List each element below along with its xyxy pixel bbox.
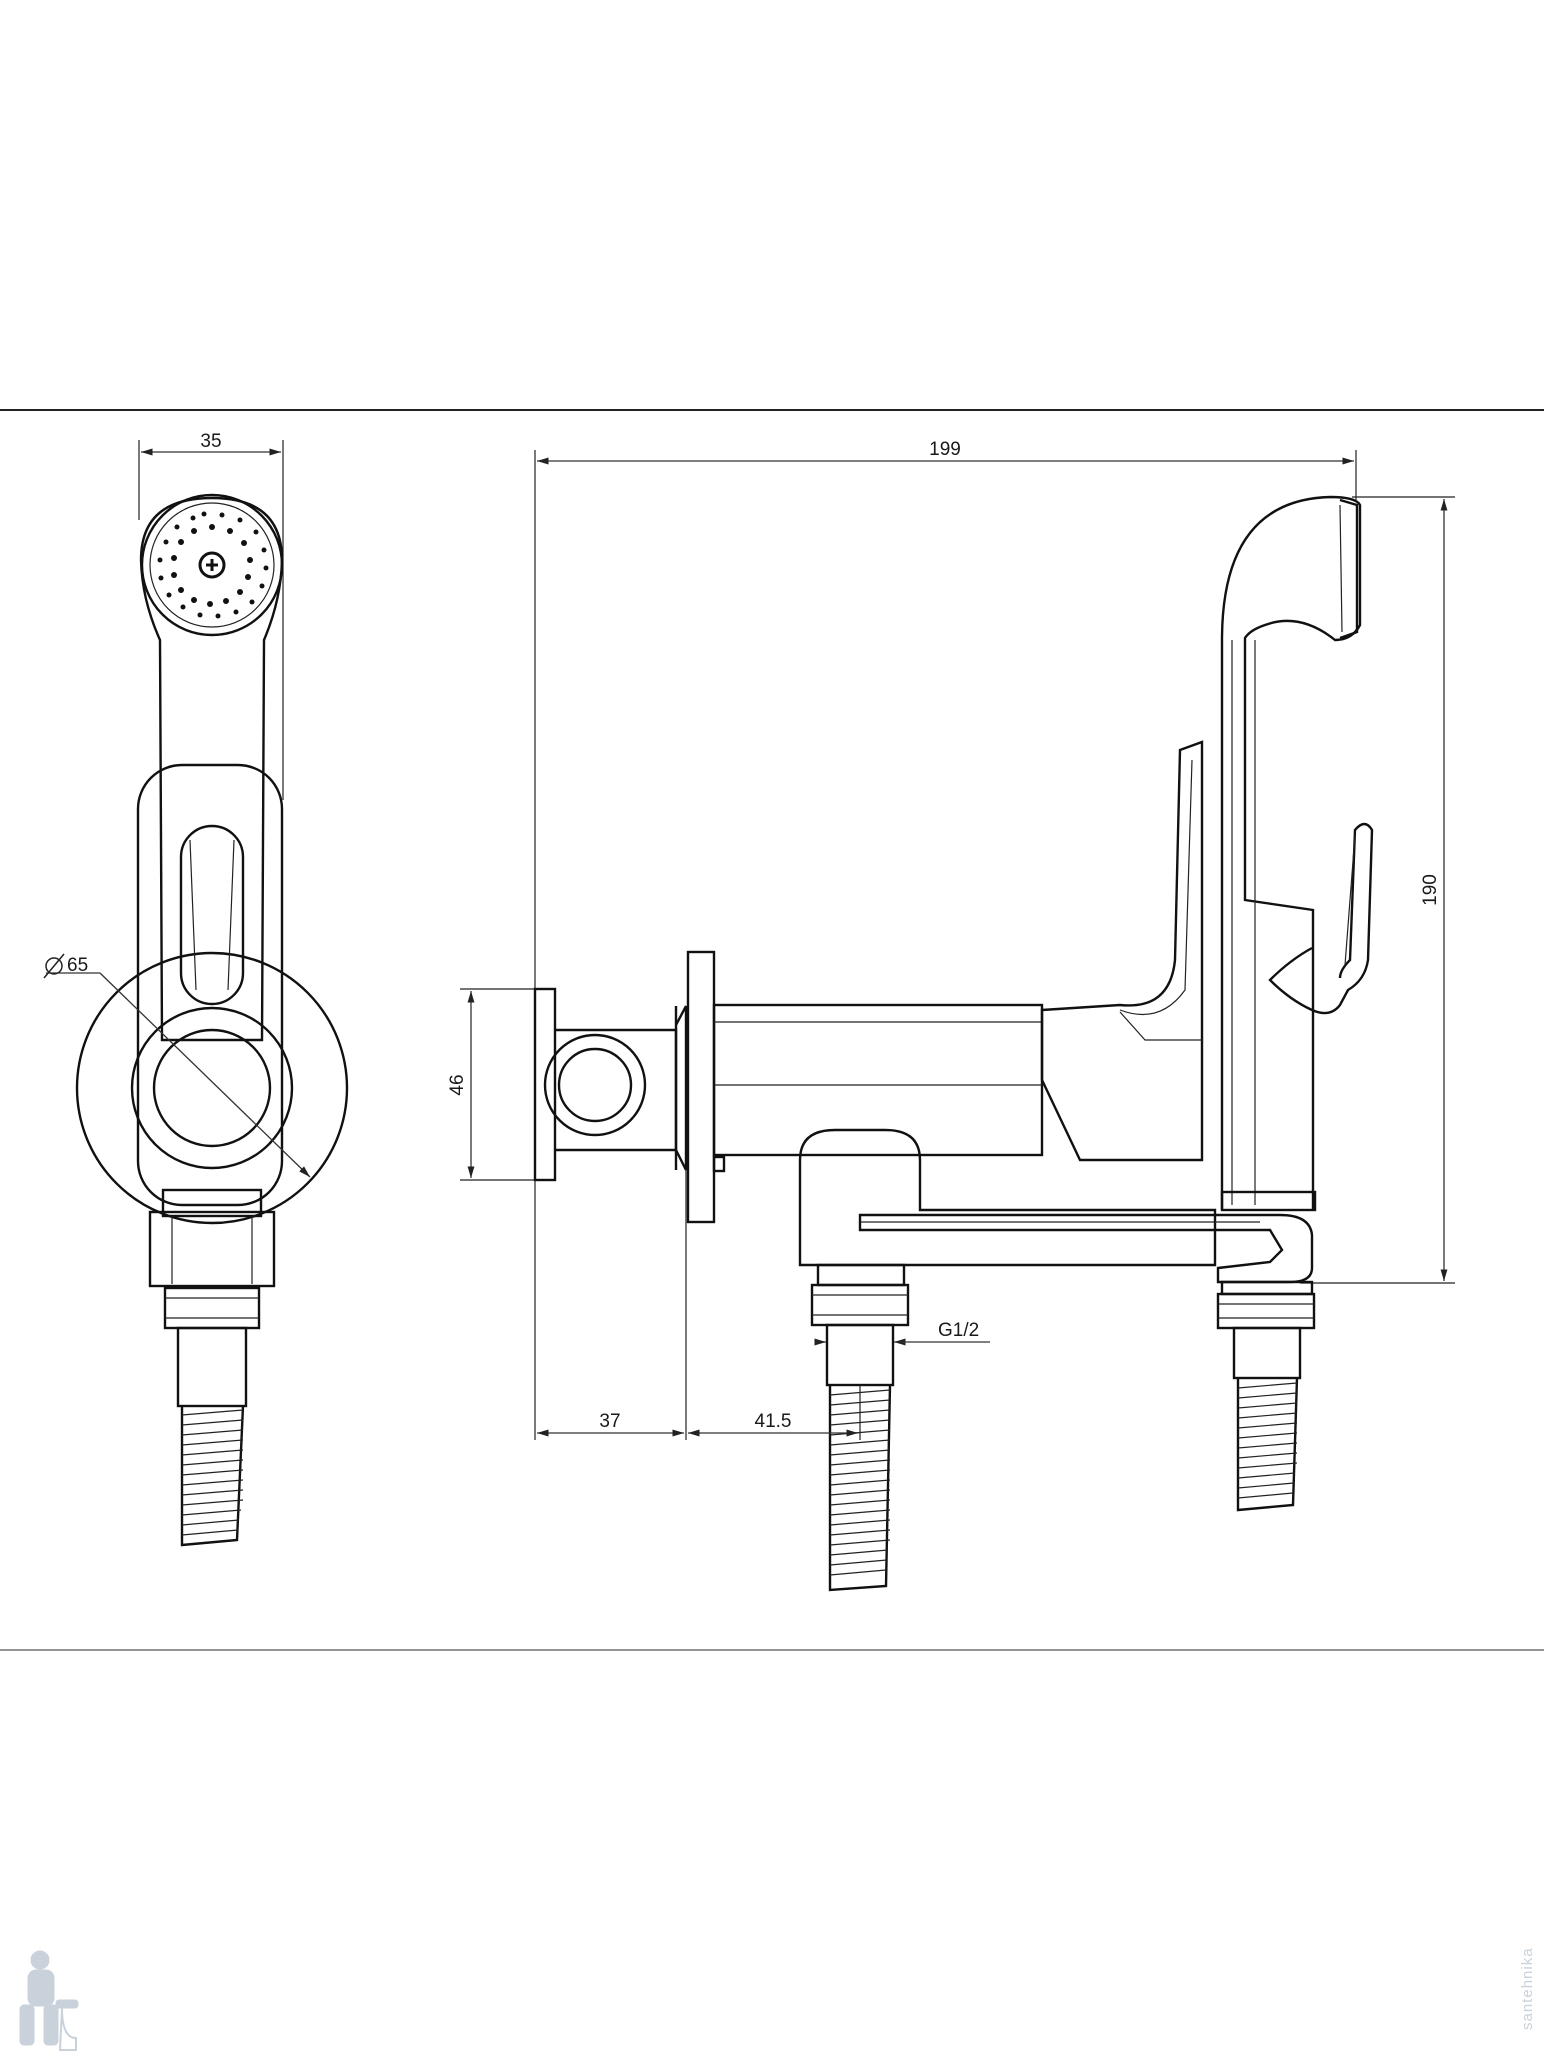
side-hose-right (1236, 1377, 1299, 1512)
diameter-symbol-icon (43, 953, 65, 979)
valve-body (712, 1003, 1044, 1157)
mixer-lever (1040, 740, 1204, 1162)
dim-offset-41-5: 41.5 (755, 1411, 792, 1432)
dim-height-190: 190 (1420, 874, 1441, 906)
hand-shower (1220, 495, 1362, 1210)
dim-width-35: 35 (200, 431, 221, 452)
wall-flange-circle (75, 951, 349, 1225)
shower-trigger (1268, 822, 1374, 1015)
dim-flange-46: 46 (447, 1074, 468, 1095)
connector-ring (130, 1006, 294, 1170)
side-view: 199 190 46 (447, 439, 1455, 1592)
dim-diameter-65: 65 (67, 955, 88, 976)
plumber-logo-icon (19, 1950, 79, 2051)
dim-length-199: 199 (929, 439, 961, 460)
rosette (686, 950, 716, 1224)
front-view: 35 (43, 431, 349, 1547)
watermark-text: santehnika (1519, 1947, 1536, 2030)
front-hose (180, 1405, 245, 1547)
spray-face (140, 493, 284, 637)
dim-thread-g12: G1/2 (938, 1320, 979, 1341)
dim-offset-37: 37 (599, 1411, 620, 1432)
spray-nozzles (157, 511, 269, 619)
wall-plate (533, 987, 557, 1182)
